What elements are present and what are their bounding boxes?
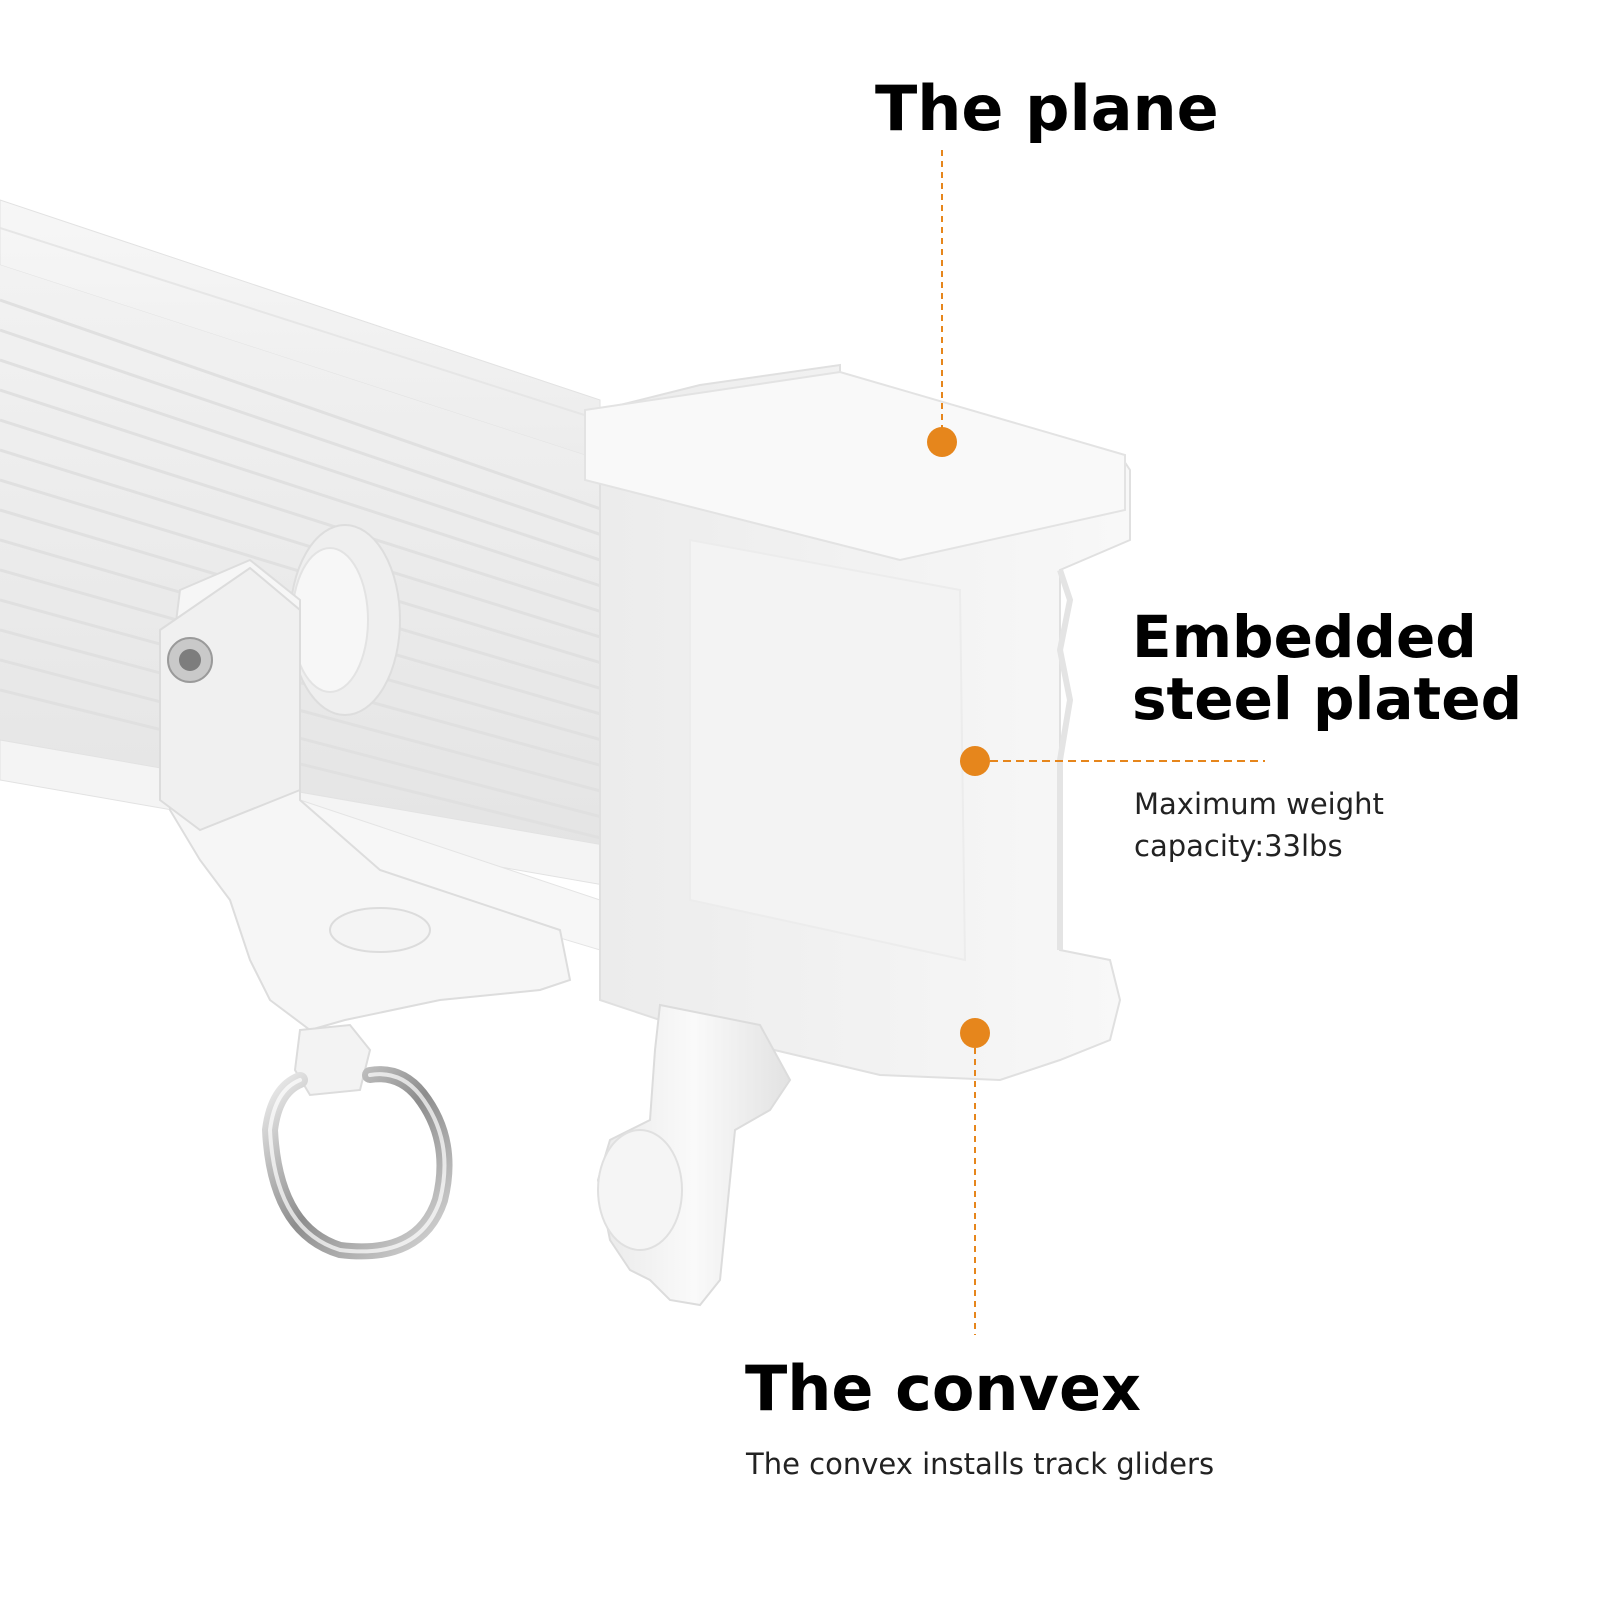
plane-marker-dot	[927, 427, 957, 457]
convex-subtitle: The convex installs track gliders	[746, 1447, 1215, 1481]
steel-subtitle-line2: capacity:33lbs	[1134, 829, 1343, 863]
steel-marker-dot	[960, 746, 990, 776]
plane-title: The plane	[875, 72, 1219, 145]
roller-glider	[159, 524, 572, 1032]
convex-title: The convex	[745, 1352, 1142, 1425]
callout-leaders	[927, 150, 1265, 1335]
convex-marker-dot	[960, 1018, 990, 1048]
steel-title-line2: steel plated	[1132, 665, 1523, 733]
steel-subtitle-line1: Maximum weight	[1134, 787, 1384, 821]
end-cap	[584, 363, 1131, 1082]
track-hook	[596, 1003, 792, 1307]
d-ring-hook	[261, 1023, 453, 1260]
steel-title-line1: Embedded	[1132, 603, 1477, 671]
